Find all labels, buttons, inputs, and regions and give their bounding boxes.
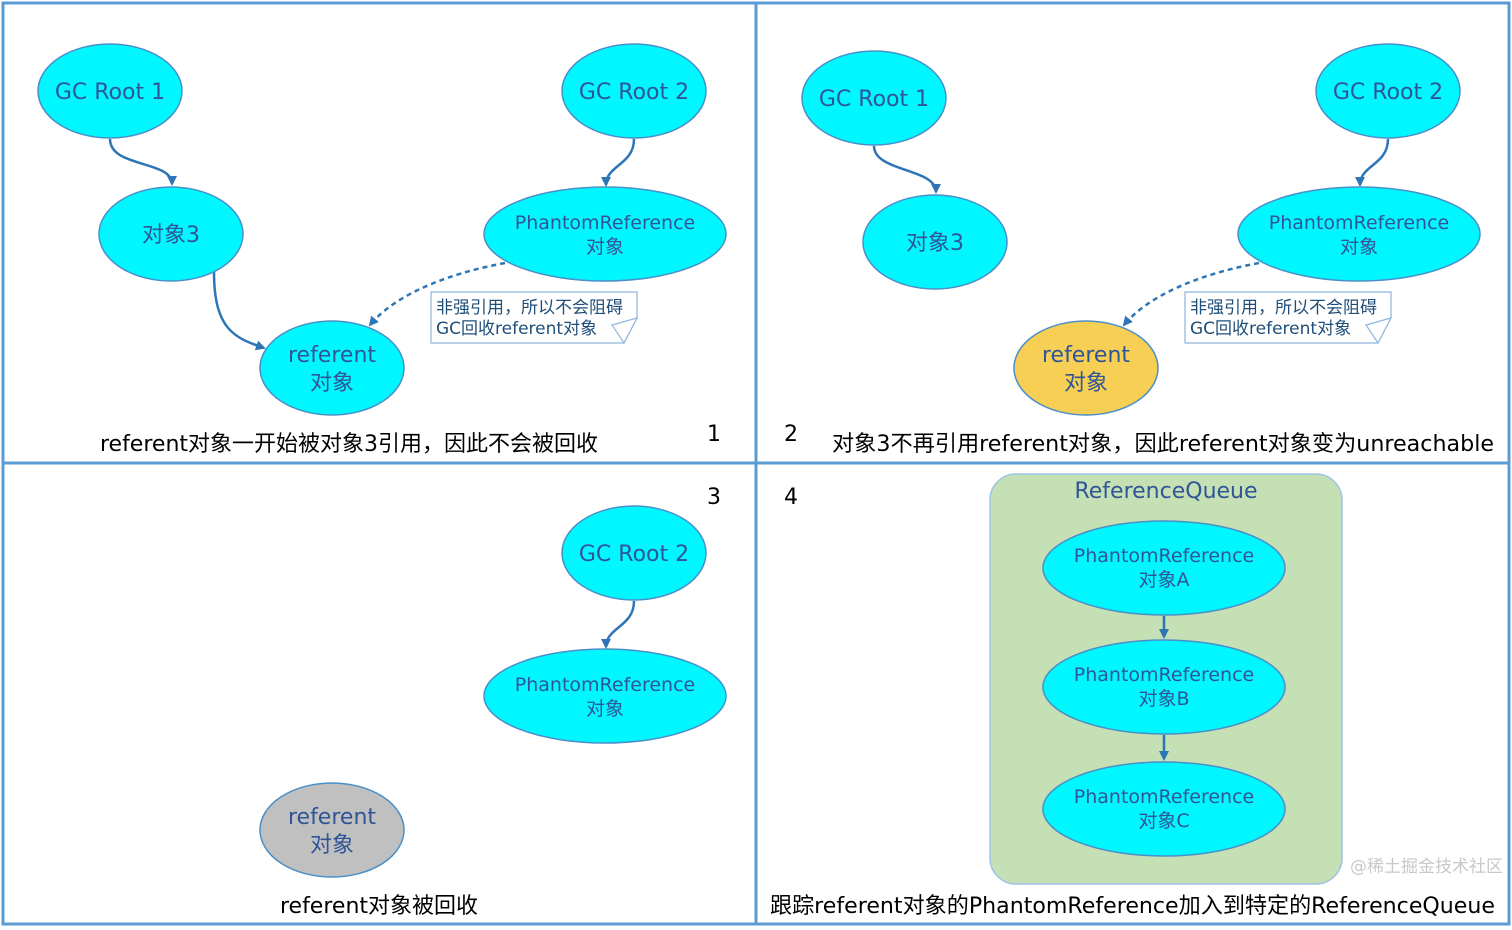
svg-text:对象: 对象 xyxy=(310,371,354,396)
node-referent-collected: referent 对象 xyxy=(259,782,405,878)
svg-text:GC回收referent对象: GC回收referent对象 xyxy=(1190,319,1351,339)
node-gc-root-2: GC Root 2 xyxy=(561,505,707,601)
svg-text:对象C: 对象C xyxy=(1138,810,1189,832)
panel-1: GC Root 1 GC Root 2 对象3 PhantomReference… xyxy=(37,43,727,457)
svg-text:对象: 对象 xyxy=(1064,371,1108,396)
caption: referent对象一开始被对象3引用，因此不会被回收 xyxy=(100,432,598,457)
svg-text:对象: 对象 xyxy=(1340,236,1378,258)
node-gc-root-2: GC Root 2 xyxy=(1315,43,1461,139)
svg-text:非强引用，所以不会阻碍: 非强引用，所以不会阻碍 xyxy=(1190,298,1377,318)
svg-text:PhantomReference: PhantomReference xyxy=(1074,545,1254,567)
caption: 对象3不再引用referent对象，因此referent对象变为unreacha… xyxy=(832,432,1494,457)
svg-text:对象A: 对象A xyxy=(1139,569,1190,591)
arrow-root2-to-phantom xyxy=(601,600,636,649)
svg-text:对象3: 对象3 xyxy=(906,231,964,256)
node-gc-root-2: GC Root 2 xyxy=(561,43,707,139)
node-object-3: 对象3 xyxy=(862,194,1008,290)
node-gc-root-1: GC Root 1 xyxy=(801,50,947,146)
panel-number: 2 xyxy=(784,422,798,447)
arrow-root2-to-phantom xyxy=(1355,138,1390,187)
panel-number: 1 xyxy=(707,422,721,447)
svg-text:对象3: 对象3 xyxy=(142,223,200,248)
svg-text:非强引用，所以不会阻碍: 非强引用，所以不会阻碍 xyxy=(436,298,623,318)
svg-text:PhantomReference: PhantomReference xyxy=(515,212,695,234)
svg-text:referent: referent xyxy=(1042,343,1130,368)
svg-text:对象: 对象 xyxy=(586,236,624,258)
node-gc-root-1: GC Root 1 xyxy=(37,43,183,139)
panel-2: GC Root 1 GC Root 2 对象3 PhantomReference… xyxy=(784,43,1494,457)
svg-text:GC Root 2: GC Root 2 xyxy=(579,80,689,105)
reference-queue-title: ReferenceQueue xyxy=(1074,479,1257,504)
svg-text:PhantomReference: PhantomReference xyxy=(515,674,695,696)
svg-text:对象: 对象 xyxy=(586,698,624,720)
watermark: @稀土掘金技术社区 xyxy=(1350,857,1503,877)
node-referent: referent 对象 xyxy=(259,320,405,416)
node-object-3: 对象3 xyxy=(98,186,244,282)
svg-text:对象B: 对象B xyxy=(1138,688,1189,710)
caption: 跟踪referent对象的PhantomReference加入到特定的Refer… xyxy=(770,894,1495,919)
arrow-root1-to-obj3 xyxy=(108,138,177,186)
svg-text:referent: referent xyxy=(288,343,376,368)
caption: referent对象被回收 xyxy=(280,894,478,919)
dashed-arrow-phantom-to-referent xyxy=(368,261,506,327)
svg-text:对象: 对象 xyxy=(310,833,354,858)
svg-text:referent: referent xyxy=(288,805,376,830)
svg-text:GC Root 1: GC Root 1 xyxy=(819,87,929,112)
svg-text:GC Root 2: GC Root 2 xyxy=(1333,80,1443,105)
node-referent-unreachable: referent 对象 xyxy=(1013,320,1159,416)
arrow-root1-to-obj3 xyxy=(872,145,941,194)
panel-number: 3 xyxy=(707,485,721,510)
svg-text:PhantomReference: PhantomReference xyxy=(1269,212,1449,234)
dashed-arrow-phantom-to-referent xyxy=(1122,261,1260,327)
arrow-obj3-to-referent xyxy=(212,271,266,351)
svg-text:GC回收referent对象: GC回收referent对象 xyxy=(436,319,597,339)
svg-text:GC Root 1: GC Root 1 xyxy=(55,80,165,105)
svg-text:PhantomReference: PhantomReference xyxy=(1074,786,1254,808)
arrow-root2-to-phantom xyxy=(601,138,636,187)
svg-text:PhantomReference: PhantomReference xyxy=(1074,664,1254,686)
svg-text:GC Root 2: GC Root 2 xyxy=(579,542,689,567)
panel-number: 4 xyxy=(784,485,798,510)
